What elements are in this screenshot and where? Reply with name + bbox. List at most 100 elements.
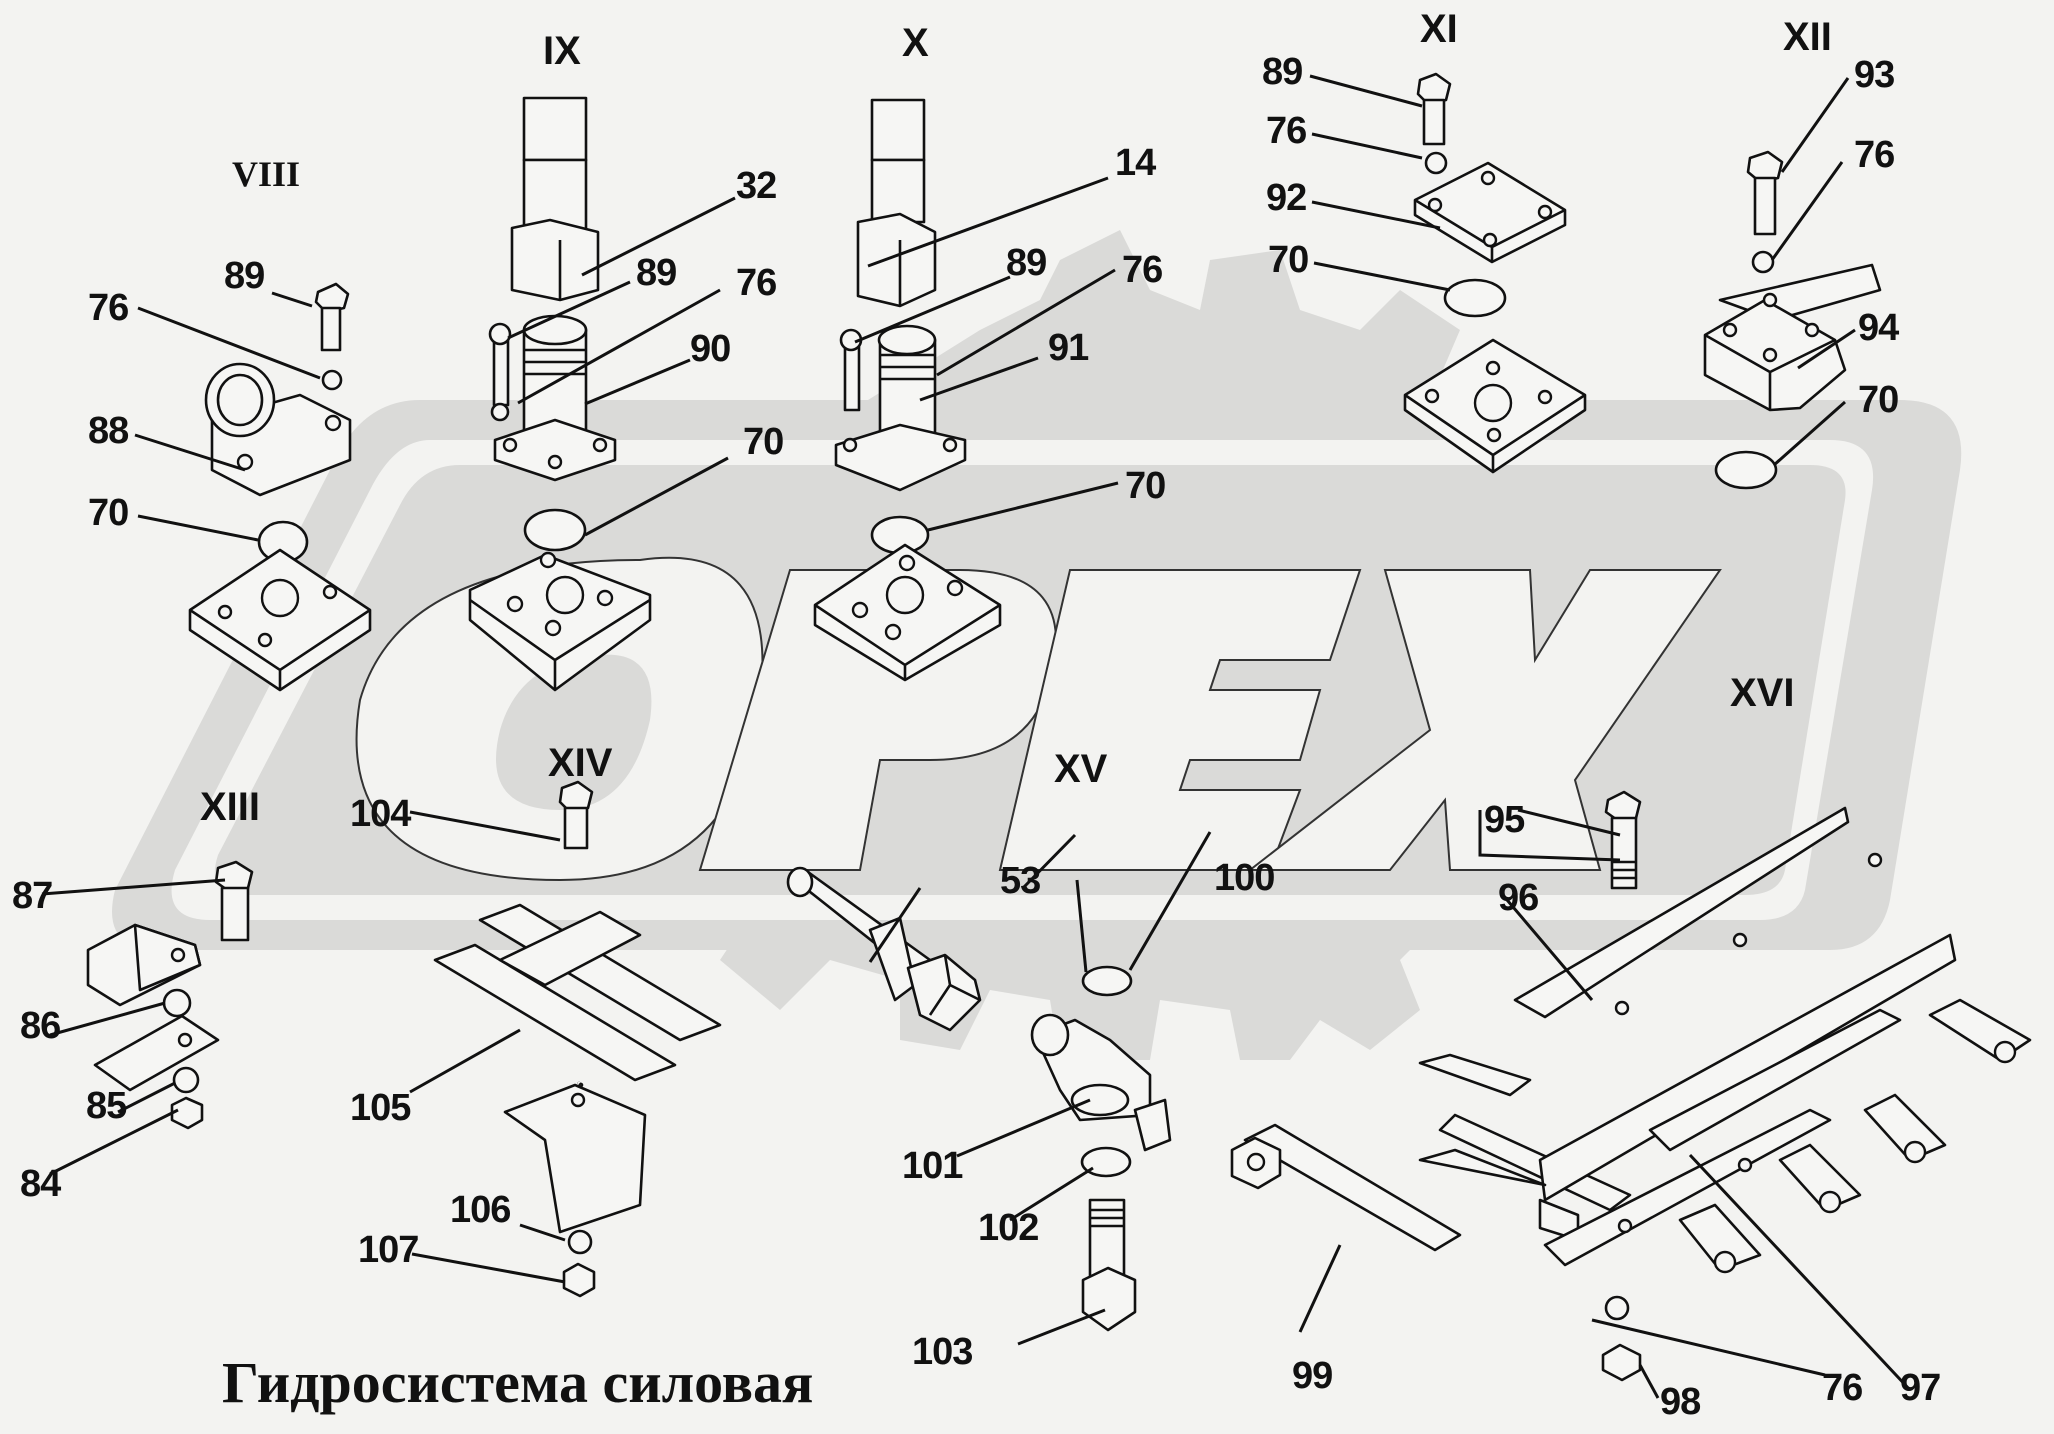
washer-icon [1751,250,1775,274]
callout-100: 100 [1214,857,1274,899]
plate-icon [93,1014,220,1092]
callout-76: 76 [1266,110,1306,152]
group-label-xii: XII [1783,15,1832,59]
banjo-fitting-icon [1030,1013,1172,1152]
block-fitting-icon [1703,263,1882,412]
bolt-icon [1746,150,1784,236]
callout-76: 76 [1122,249,1162,291]
watermark-letter-o-hole [496,654,652,810]
adapter-flange-icon [488,314,617,482]
flange-plate-icon [1403,338,1587,474]
adapter-flange-icon [834,324,967,492]
group-label-xi: XI [1420,7,1458,51]
callout-14: 14 [1115,142,1156,184]
group-label-viii: VIII [232,154,300,194]
pipe-clamp-icon [433,903,722,1234]
watermark-logo [112,230,1962,1060]
callout-97: 97 [1900,1367,1940,1409]
diagram-title: Гидросистема силовая [222,1350,813,1415]
washer-icon [1424,151,1448,175]
washer-icon [321,369,343,391]
banjo-bolt-icon [1081,1198,1137,1332]
callout-87: 87 [12,875,52,917]
callout-86: 86 [20,1005,60,1047]
group-label-xiii: XIII [200,785,260,829]
flange-plate-icon [813,543,1002,682]
nut-icon [562,1262,596,1298]
callout-32: 32 [736,165,776,207]
bolt-icon [314,282,350,352]
bolt-icon [1416,72,1452,146]
pipe-icon [1230,1123,1462,1252]
callout-89: 89 [1006,242,1046,284]
hose-fitting-icon [510,96,600,302]
hose-fitting-icon [856,98,937,308]
o-ring-icon [1714,450,1778,490]
callout-98: 98 [1660,1381,1700,1423]
callout-107: 107 [358,1229,418,1271]
watermark-letter-e [1000,570,1360,870]
group-xv: 53 100 101 102 103 99 [786,831,1462,1397]
nut-icon [170,1096,204,1130]
washer-icon [1604,1295,1630,1321]
group-ix: 32 89 76 90 70 [468,96,784,692]
callout-91: 91 [1048,327,1089,369]
group-xiii: 87 86 85 84 [12,860,254,1205]
o-ring-icon [1080,1146,1132,1178]
callout-89: 89 [1262,51,1302,93]
nut-icon [1601,1343,1642,1382]
group-x: 14 89 76 91 70 [813,98,1166,682]
callout-76: 76 [736,262,776,304]
callout-70: 70 [743,421,783,463]
flange-plate-icon [188,548,372,692]
callout-96: 96 [1498,877,1538,919]
callout-70: 70 [1268,239,1308,281]
callout-88: 88 [88,410,128,452]
callout-76: 76 [1822,1367,1862,1409]
watermark-letter-x [1250,570,1720,870]
group-xiv: 104 105 106 107 [350,780,722,1298]
callout-102: 102 [978,1207,1038,1249]
flange-elbow-icon [204,362,352,497]
callout-89: 89 [224,255,264,297]
watermark-letter-o-outline [355,556,764,882]
group-label-x: X [902,21,929,65]
callout-53: 53 [1000,860,1040,902]
callout-70: 70 [88,492,128,534]
washer-icon [162,988,192,1018]
group-label-xiv: XIV [548,741,613,785]
pipe-fitting-icon [786,866,982,1032]
o-ring-icon [1081,965,1133,997]
o-ring-icon [1443,278,1507,318]
group-xii: 93 76 94 70 [1703,54,1900,490]
callout-93: 93 [1854,54,1894,96]
cover-plate-icon [1413,161,1567,264]
washer-icon [567,1229,593,1255]
callout-99: 99 [1292,1355,1332,1397]
bracket-icon [86,923,202,1007]
group-label-ix: IX [543,29,581,73]
callout-106: 106 [450,1189,510,1231]
callout-95: 95 [1484,799,1525,841]
callout-104: 104 [350,793,411,835]
watermark-letter-x-outline [1247,569,1722,871]
callout-89: 89 [636,252,676,294]
manifold-assembly-icon [1418,806,2032,1274]
callout-105: 105 [350,1087,411,1129]
bolt-icon [558,780,594,850]
callout-76: 76 [88,287,128,329]
bolt-icon [1604,790,1642,890]
group-xvi: 95 96 76 97 98 [1418,790,2032,1423]
flange-plate-icon [468,551,652,692]
lock-washer-icon [172,1066,200,1094]
callout-70: 70 [1125,465,1165,507]
callout-90: 90 [690,328,730,370]
callout-84: 84 [20,1163,61,1205]
group-viii: 89 76 88 70 [88,255,372,692]
callout-85: 85 [86,1085,127,1127]
callout-101: 101 [902,1145,963,1187]
bolt-icon [214,860,254,942]
group-label-xvi: XVI [1730,671,1794,715]
callout-70: 70 [1858,379,1898,421]
